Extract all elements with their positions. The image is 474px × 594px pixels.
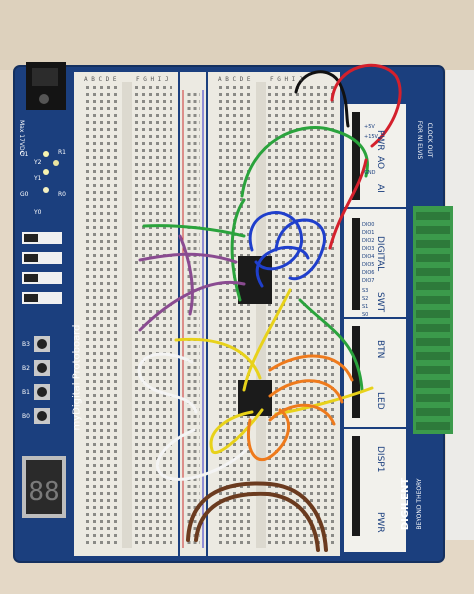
voltage-label-15v: +15V — [364, 134, 379, 140]
panel-label-ai: AI — [375, 184, 385, 193]
brand-logo-text: DIGILENT — [400, 478, 411, 531]
led-label-g1: G1 — [20, 151, 29, 158]
led-label-y2: Y2 — [33, 159, 42, 166]
panel-label-disp1: DISP1 — [375, 446, 385, 472]
led-label-g0: G0 — [20, 191, 29, 198]
panel-label-pwr: PWR — [375, 130, 385, 151]
switch-label-s0: S0 — [362, 312, 368, 318]
col-label-left-a: A B C D E — [84, 76, 117, 83]
display-digits: 88 — [28, 477, 59, 507]
power-input-label: Max 17VDC — [18, 120, 25, 155]
panel-label-led: LED — [375, 392, 385, 410]
push-buttons[interactable] — [34, 336, 50, 424]
board-name: myDigital Protoboard — [72, 324, 83, 430]
switch-label-s2: S2 — [362, 296, 368, 302]
led-label-r1: R1 — [58, 149, 66, 156]
button-label-b2: B2 — [22, 365, 30, 372]
power-rail-left — [180, 72, 206, 556]
dio-label-2: DIO2 — [362, 238, 374, 244]
slide-switches[interactable] — [22, 232, 62, 304]
top-label-elvis: FOR NI ELVIS — [416, 121, 423, 160]
dio-label-3: DIO3 — [362, 246, 374, 252]
seven-segment-display — [22, 456, 66, 518]
panel-label-digital: DIGITAL — [375, 236, 385, 271]
dio-label-0: DIO0 — [362, 222, 374, 228]
dio-label-5: DIO5 — [362, 262, 374, 268]
button-label-b0: B0 — [22, 413, 30, 420]
breadboard-left — [74, 72, 178, 556]
switch-label-s3: S3 — [362, 288, 368, 294]
jumper-wires — [137, 63, 402, 552]
led-label-y1: Y1 — [33, 175, 42, 182]
col-label-left-f: F G H I J — [136, 76, 169, 83]
panel-label-swt: SWT — [375, 292, 385, 313]
status-leds — [43, 151, 59, 193]
breadboard-right — [208, 72, 340, 556]
led-label-y0: Y0 — [33, 209, 42, 216]
button-label-b1: B1 — [22, 389, 30, 396]
top-label-clock: CLOCK OUT — [426, 123, 433, 158]
col-label-right-a: A B C D E — [218, 76, 251, 83]
voltage-label-gnd: GND — [364, 170, 376, 176]
panel-label-ao: AO — [375, 156, 385, 169]
panel-label-pwr-bottom: PWR — [375, 512, 385, 533]
button-label-b3: B3 — [22, 341, 30, 348]
dio-label-7: DIO7 — [362, 278, 374, 284]
voltage-label-5v: +5V — [364, 124, 375, 130]
ic-chip-upper — [238, 256, 272, 304]
dio-label-4: DIO4 — [362, 254, 374, 260]
brand-tagline: BEYOND THEORY — [416, 478, 423, 529]
col-label-right-f: F G H I J — [270, 76, 303, 83]
ic-chip-lower — [238, 380, 272, 416]
led-label-r0: R0 — [58, 191, 66, 198]
dio-label-6: DIO6 — [362, 270, 374, 276]
panel-label-btn: BTN — [375, 340, 385, 358]
green-terminal-block — [413, 206, 453, 434]
dio-label-1: DIO1 — [362, 230, 374, 236]
switch-label-s1: S1 — [362, 304, 368, 310]
